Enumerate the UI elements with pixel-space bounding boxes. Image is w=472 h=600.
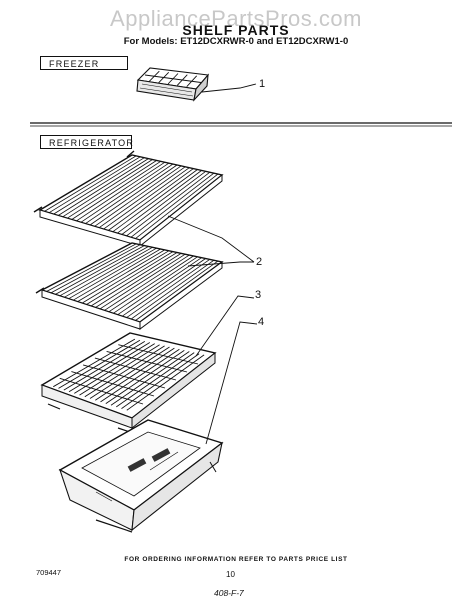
page-number: 10 bbox=[226, 570, 235, 579]
handwritten-stamp: 408-F-7 bbox=[214, 588, 244, 598]
middle-wire-shelf-part bbox=[35, 242, 224, 330]
callout-1: 1 bbox=[259, 78, 266, 90]
ice-tray-part bbox=[136, 67, 210, 102]
callout-2: 2 bbox=[256, 256, 263, 268]
section-divider bbox=[30, 122, 452, 127]
ordering-info-note: FOR ORDERING INFORMATION REFER TO PARTS … bbox=[124, 556, 348, 563]
page-title: SHELF PARTS bbox=[182, 22, 290, 38]
callout-leaders bbox=[167, 83, 258, 445]
section-label-freezer: FREEZER bbox=[40, 56, 128, 70]
crisper-pan-part bbox=[58, 419, 224, 533]
diagram-number: 709447 bbox=[36, 568, 62, 577]
models-subtitle: For Models: ET12DCXRWR-0 and ET12DCXRW1-… bbox=[123, 36, 349, 47]
callout-3: 3 bbox=[255, 289, 262, 301]
upper-wire-shelf-part bbox=[33, 150, 224, 248]
crisper-cover-part bbox=[40, 332, 217, 433]
callout-4: 4 bbox=[258, 316, 265, 328]
section-label-refrigerator: REFRIGERATOR bbox=[40, 135, 133, 149]
watermark-text: AppliancePartsPros.com bbox=[110, 6, 362, 31]
